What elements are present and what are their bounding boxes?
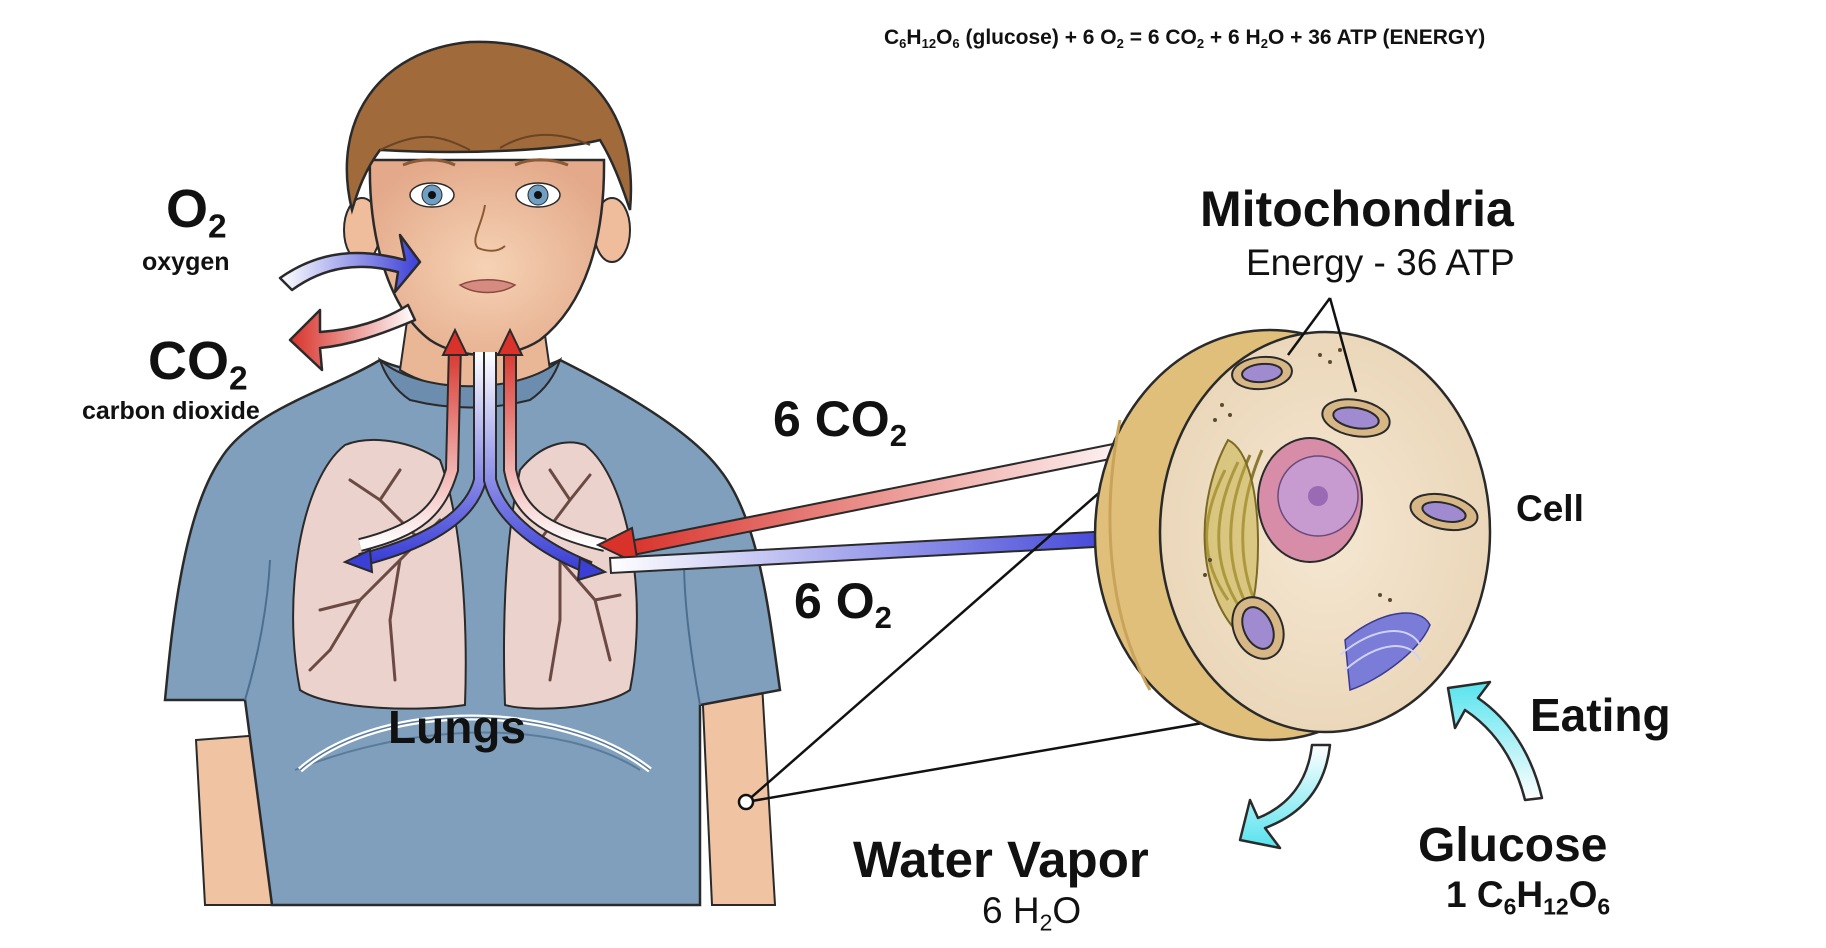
co2-main: CO <box>148 331 229 391</box>
co2-sub: 2 <box>229 360 248 398</box>
o2-main: O <box>166 179 209 239</box>
glucose-c: 1 C <box>1446 874 1504 915</box>
cell-zoom-lines <box>737 491 1221 811</box>
water-o: O <box>1052 890 1082 931</box>
six-o2-main: 6 O <box>794 573 875 629</box>
six-o2-label: 6 O2 <box>794 572 892 633</box>
boy-figure <box>163 40 782 907</box>
six-co2-main: 6 CO <box>773 391 890 447</box>
carbon-dioxide-label: carbon dioxide <box>82 397 260 425</box>
co2-label: CO2 <box>148 330 248 396</box>
eq-rest: O + 36 ATP (ENERGY) <box>1267 26 1486 49</box>
water-vapor-arrow <box>1238 743 1332 850</box>
oxygen-inhale-arrow <box>278 233 422 294</box>
cell-label: Cell <box>1516 488 1584 529</box>
eq-h2o-sub: 2 <box>1260 36 1268 52</box>
six-co2-sub: 2 <box>889 417 907 453</box>
eq-o2-sub: 2 <box>1116 36 1124 52</box>
water-formula: 6 H2O <box>982 890 1082 936</box>
eq-o-sub: 6 <box>952 36 960 52</box>
eating-arrow <box>1446 680 1544 802</box>
o2-sub: 2 <box>208 208 227 246</box>
eq-h-sub: 12 <box>921 36 937 52</box>
water-vapor-title: Water Vapor <box>853 831 1149 888</box>
eq-h2o: + 6 H <box>1204 26 1261 49</box>
eq-c-sub: 6 <box>899 36 907 52</box>
eq-h: H <box>906 26 922 49</box>
mitochondria-title: Mitochondria <box>1200 181 1514 237</box>
eating-label: Eating <box>1530 689 1671 741</box>
eq-o: O <box>936 26 953 49</box>
eq-co2-sub: 2 <box>1196 36 1205 52</box>
cellular-respiration-equation: C6H12O6 (glucose) + 6 O2 = 6 CO2 + 6 H2O… <box>884 26 1485 50</box>
glucose-h-sub: 12 <box>1543 893 1569 920</box>
eq-c: C <box>884 26 900 49</box>
trachea-airflow <box>342 327 608 582</box>
eq-co2: = 6 CO <box>1123 26 1197 49</box>
six-co2-label: 6 CO2 <box>773 390 907 451</box>
glucose-o: O <box>1568 874 1598 915</box>
o2-label: O2 <box>166 178 227 244</box>
glucose-h: H <box>1516 874 1544 915</box>
lungs-label: Lungs <box>388 701 526 753</box>
glucose-title: Glucose <box>1418 819 1608 872</box>
water-h: 6 H <box>982 890 1040 931</box>
glucose-o-sub: 6 <box>1597 893 1611 920</box>
mitochondria-pointer <box>1286 297 1358 393</box>
co2-exhale-arrow <box>288 303 417 372</box>
cell-illustration <box>1093 328 1492 742</box>
six-o2-sub: 2 <box>874 599 892 635</box>
oxygen-label: oxygen <box>142 248 230 276</box>
glucose-formula: 1 C6H12O6 <box>1446 874 1611 920</box>
eq-glucose-word: (glucose) + 6 O <box>965 26 1117 49</box>
water-h-sub: 2 <box>1039 909 1053 936</box>
glucose-c-sub: 6 <box>1503 893 1517 920</box>
mitochondria-energy: Energy - 36 ATP <box>1246 242 1515 283</box>
